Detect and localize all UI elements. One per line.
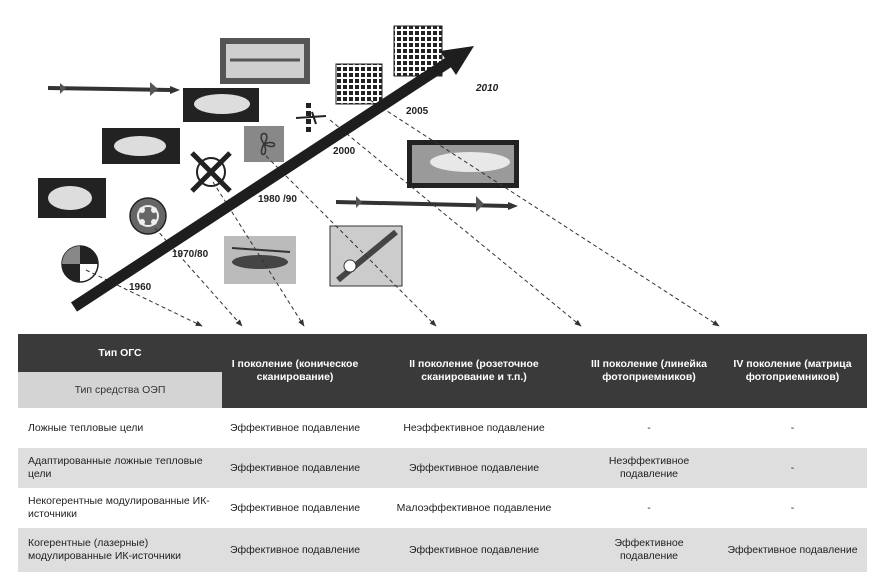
row-label: Некогерентные модулированные ИК-источник… — [18, 488, 222, 528]
table-row: Адаптированные ложные тепловые цели Эффе… — [18, 448, 867, 488]
missile-image-top — [47, 82, 180, 96]
row-label: Ложные тепловые цели — [18, 408, 222, 448]
table-cell: - — [718, 488, 867, 528]
row-label: Когерентные (лазерные) модулированные ИК… — [18, 528, 222, 572]
crosshair-reticle-icon — [190, 151, 232, 193]
pie-reticle-icon — [61, 245, 99, 283]
rosette-pattern-icon — [244, 126, 284, 162]
table-cell: Эффективное подавление — [368, 448, 580, 488]
oep-type-header: Тип средства ОЭП — [18, 372, 222, 408]
year-label-2005: 2005 — [406, 106, 429, 117]
year-label-1960: 1960 — [129, 282, 152, 293]
seeker-photo-2 — [102, 128, 180, 164]
table-cell: Эффективное подавление — [222, 448, 368, 488]
table-row: Когерентные (лазерные) модулированные ИК… — [18, 528, 867, 572]
table-cell: Неэффективное подавление — [368, 408, 580, 448]
table-cell: Эффективное подавление — [222, 488, 368, 528]
connector-arrows — [85, 99, 720, 327]
timeline-arrow — [70, 46, 474, 312]
table-cell: - — [718, 408, 867, 448]
table-cell: - — [718, 448, 867, 488]
year-label-1980-90: 1980 /90 — [258, 194, 297, 205]
evolution-diagram: 1960 1970/80 1980 /90 2000 2005 2010 — [38, 25, 720, 327]
row-label: Адаптированные ложные тепловые цели — [18, 448, 222, 488]
table-cell: Эффективное подавление — [580, 528, 718, 572]
year-label-1970-80: 1970/80 — [172, 249, 209, 260]
year-label-2000: 2000 — [333, 146, 356, 157]
matrix-small-icon — [335, 63, 383, 105]
gen-4-header: IV поколение (матрица фотоприемников) — [718, 334, 867, 408]
gen-1-header: I поколение (коническое сканирование) — [222, 334, 368, 408]
table-cell: Эффективное подавление — [718, 528, 867, 572]
gen-3-header: III поколение (линейка фотоприемников) — [580, 334, 718, 408]
missile-image-bottom — [335, 196, 518, 212]
ogs-type-header: Тип ОГС — [18, 334, 222, 372]
rosette-reticle-icon — [129, 197, 167, 235]
gen-2-header: II поколение (розеточное сканирование и … — [368, 334, 580, 408]
table-cell: - — [580, 408, 718, 448]
table-cell: Эффективное подавление — [222, 408, 368, 448]
table-cell: Неэффективное подавление — [580, 448, 718, 488]
suppression-table: Тип ОГС I поколение (коническое сканиров… — [18, 334, 867, 572]
year-label-2010: 2010 — [475, 83, 499, 94]
linear-array-icon — [295, 103, 327, 132]
table-cell: Эффективное подавление — [368, 528, 580, 572]
aircraft-photo-top — [220, 38, 310, 84]
seeker-photo-large — [407, 140, 519, 188]
seeker-photo-1 — [183, 88, 259, 122]
table-cell: Малоэффективное подавление — [368, 488, 580, 528]
table-cell: - — [580, 488, 718, 528]
table-row: Ложные тепловые цели Эффективное подавле… — [18, 408, 867, 448]
helicopter-photo — [224, 236, 296, 284]
table-cell: Эффективное подавление — [222, 528, 368, 572]
table-row: Некогерентные модулированные ИК-источник… — [18, 488, 867, 528]
seeker-photo-3 — [38, 178, 106, 218]
